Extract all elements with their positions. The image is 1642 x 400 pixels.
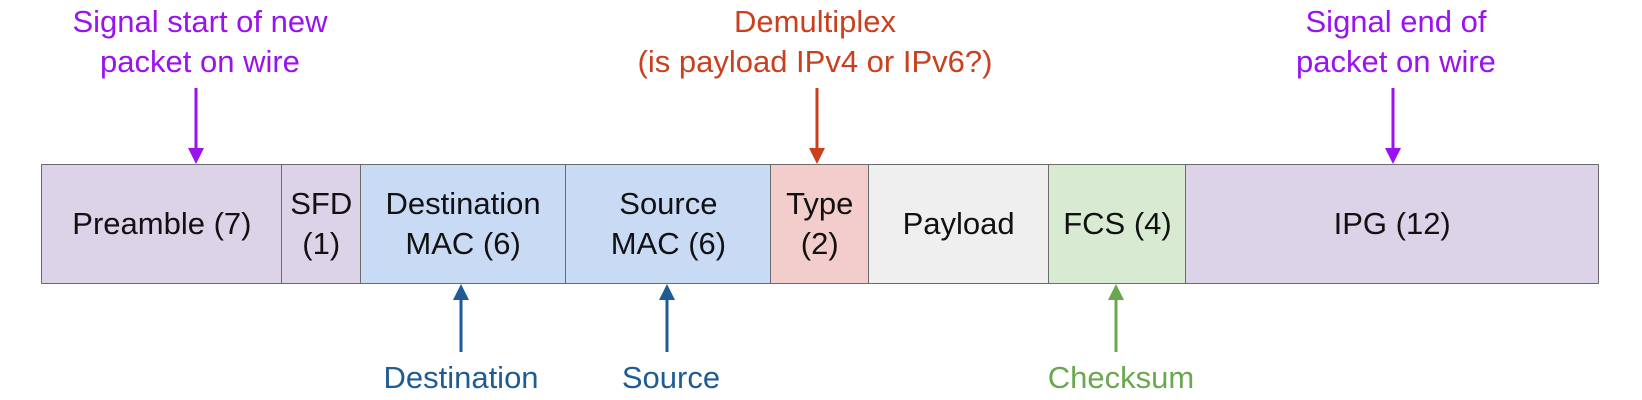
field-fcs: FCS (4) (1048, 164, 1187, 284)
annotation-source: Source (621, 360, 721, 395)
field-sfd: SFD (1) (281, 164, 362, 284)
field-destination-mac: Destination MAC (6) (359, 164, 567, 284)
annotation-end-of-packet: Signal end of packet on wire (1296, 4, 1496, 79)
field-ipg: IPG (12) (1185, 164, 1599, 284)
arrow-source-up-icon (659, 284, 675, 352)
arrow-demux-down-icon (809, 88, 825, 164)
annotation-checksum: Checksum (1047, 360, 1195, 395)
field-type: Type (2) (770, 164, 870, 284)
arrow-destination-up-icon (453, 284, 469, 352)
arrow-start-down-icon (188, 88, 204, 164)
arrow-checksum-up-icon (1108, 284, 1124, 352)
annotation-demultiplex: Demultiplex (is payload IPv4 or IPv6?) (637, 4, 993, 79)
ethernet-frame: Preamble (7) SFD (1) Destination MAC (6)… (41, 164, 1599, 284)
field-preamble: Preamble (7) (41, 164, 283, 284)
field-payload: Payload (867, 164, 1050, 284)
annotation-start-of-packet: Signal start of new packet on wire (72, 4, 328, 79)
annotation-destination: Destination (383, 360, 539, 395)
field-source-mac: Source MAC (6) (564, 164, 772, 284)
arrow-end-down-icon (1385, 88, 1401, 164)
